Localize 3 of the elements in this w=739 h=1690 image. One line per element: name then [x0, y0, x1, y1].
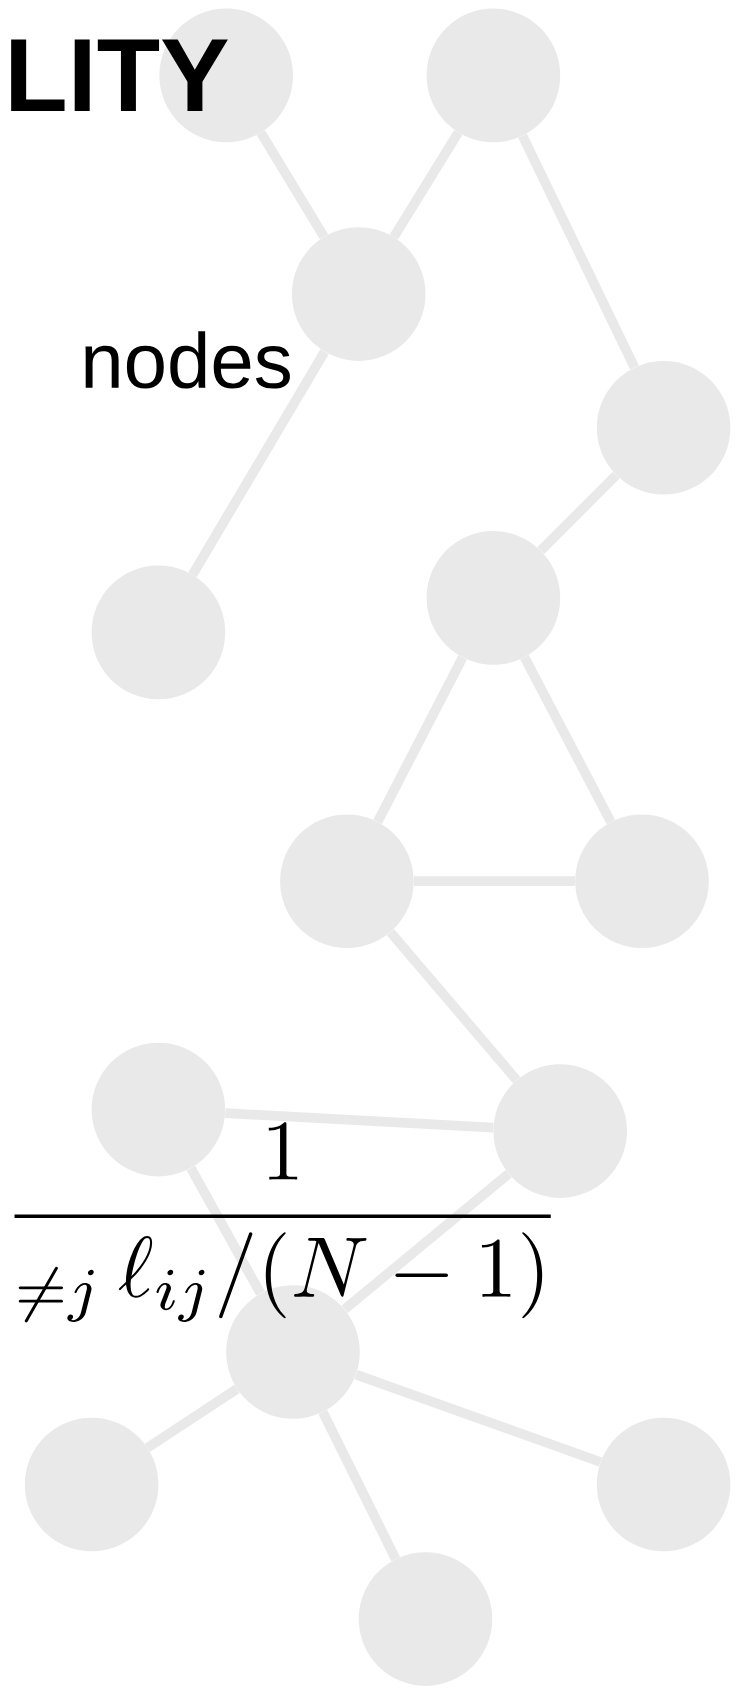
formula: $\frac{1}{{}_{\neq j}\,\ell_{ij}/(N-1)}$ [14, 1122, 551, 1323]
heading: LITY [11, 39, 228, 111]
body-text: nodes [85, 331, 290, 389]
